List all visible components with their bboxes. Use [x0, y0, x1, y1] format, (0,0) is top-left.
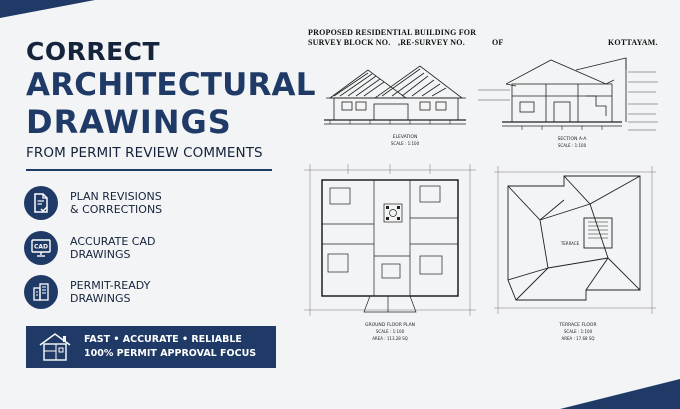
sheet-title-survey: SURVEY BLOCK NO. [308, 38, 391, 47]
buildings-icon [24, 275, 58, 309]
elevation-label: ELEVATION [393, 134, 418, 140]
feature-permit-ready: PERMIT-READY DRAWINGS [24, 275, 180, 309]
document-check-icon [24, 186, 58, 220]
corner-decoration-top-left [0, 0, 95, 18]
feature-plan-revisions-line-1: PLAN REVISIONS [70, 190, 162, 203]
section-label: SECTION A-A [558, 136, 588, 142]
promo-banner: FAST • ACCURATE • RELIABLE 100% PERMIT A… [26, 326, 276, 368]
corner-decoration-bottom-right [560, 379, 680, 409]
headline-block: CORRECT ARCHITECTURAL DRAWINGS FROM PERM… [26, 36, 316, 171]
sheet-title-of: OF [492, 38, 504, 47]
house-plan-icon [26, 331, 84, 363]
elevation-scale: SCALE : 1:100 [391, 141, 420, 146]
terrace-floor-plan-drawing: TERRACE TERRACE FLOOR SCALE : 1:100 AREA… [494, 166, 656, 341]
cad-monitor-icon: CAD [24, 231, 58, 265]
headline-subtitle: FROM PERMIT REVIEW COMMENTS [26, 145, 263, 161]
sheet-title-place: KOTTAYAM. [608, 38, 658, 47]
headline-line-1: CORRECT [26, 37, 161, 66]
terrace-floor-scale: SCALE : 1:100 [564, 329, 593, 334]
section-drawing: SECTION A-A SCALE : 1:100 [478, 57, 658, 148]
terrace-floor-label: TERRACE FLOOR [558, 322, 596, 328]
ground-floor-scale: SCALE : 1:100 [376, 329, 405, 334]
terrace-floor-area: AREA : 17.68 SQ [561, 336, 594, 341]
elevation-drawing: ELEVATION SCALE : 1:100 [324, 65, 466, 146]
section-scale: SCALE : 1:100 [558, 143, 587, 148]
headline-divider [26, 169, 272, 171]
banner-line-2: 100% PERMIT APPROVAL FOCUS [84, 348, 257, 359]
banner-line-1: FAST • ACCURATE • RELIABLE [84, 334, 242, 345]
feature-accurate-cad: CAD ACCURATE CAD DRAWINGS [24, 231, 180, 265]
sheet-title-resurvey: ,RE-SURVEY NO. [398, 38, 465, 47]
ground-floor-label: GROUND FLOOR PLAN [365, 322, 415, 328]
feature-plan-revisions: PLAN REVISIONS & CORRECTIONS [24, 186, 180, 220]
feature-permit-ready-line-2: DRAWINGS [70, 292, 131, 305]
feature-permit-ready-line-1: PERMIT-READY [70, 279, 151, 292]
ground-floor-plan-drawing: GROUND FLOOR PLAN SCALE : 1:100 AREA : 1… [304, 164, 476, 341]
headline-line-3: DRAWINGS [26, 103, 232, 141]
cad-badge-text: CAD [34, 244, 48, 251]
terrace-word: TERRACE [560, 241, 580, 246]
sheet-title-line-1: PROPOSED RESIDENTIAL BUILDING FOR [308, 28, 477, 37]
feature-accurate-cad-line-2: DRAWINGS [70, 248, 131, 261]
feature-plan-revisions-line-2: & CORRECTIONS [70, 203, 163, 216]
headline-line-2: ARCHITECTURAL [26, 67, 316, 103]
feature-accurate-cad-line-1: ACCURATE CAD [70, 235, 156, 248]
ground-floor-area: AREA : 113.28 SQ [372, 336, 408, 341]
